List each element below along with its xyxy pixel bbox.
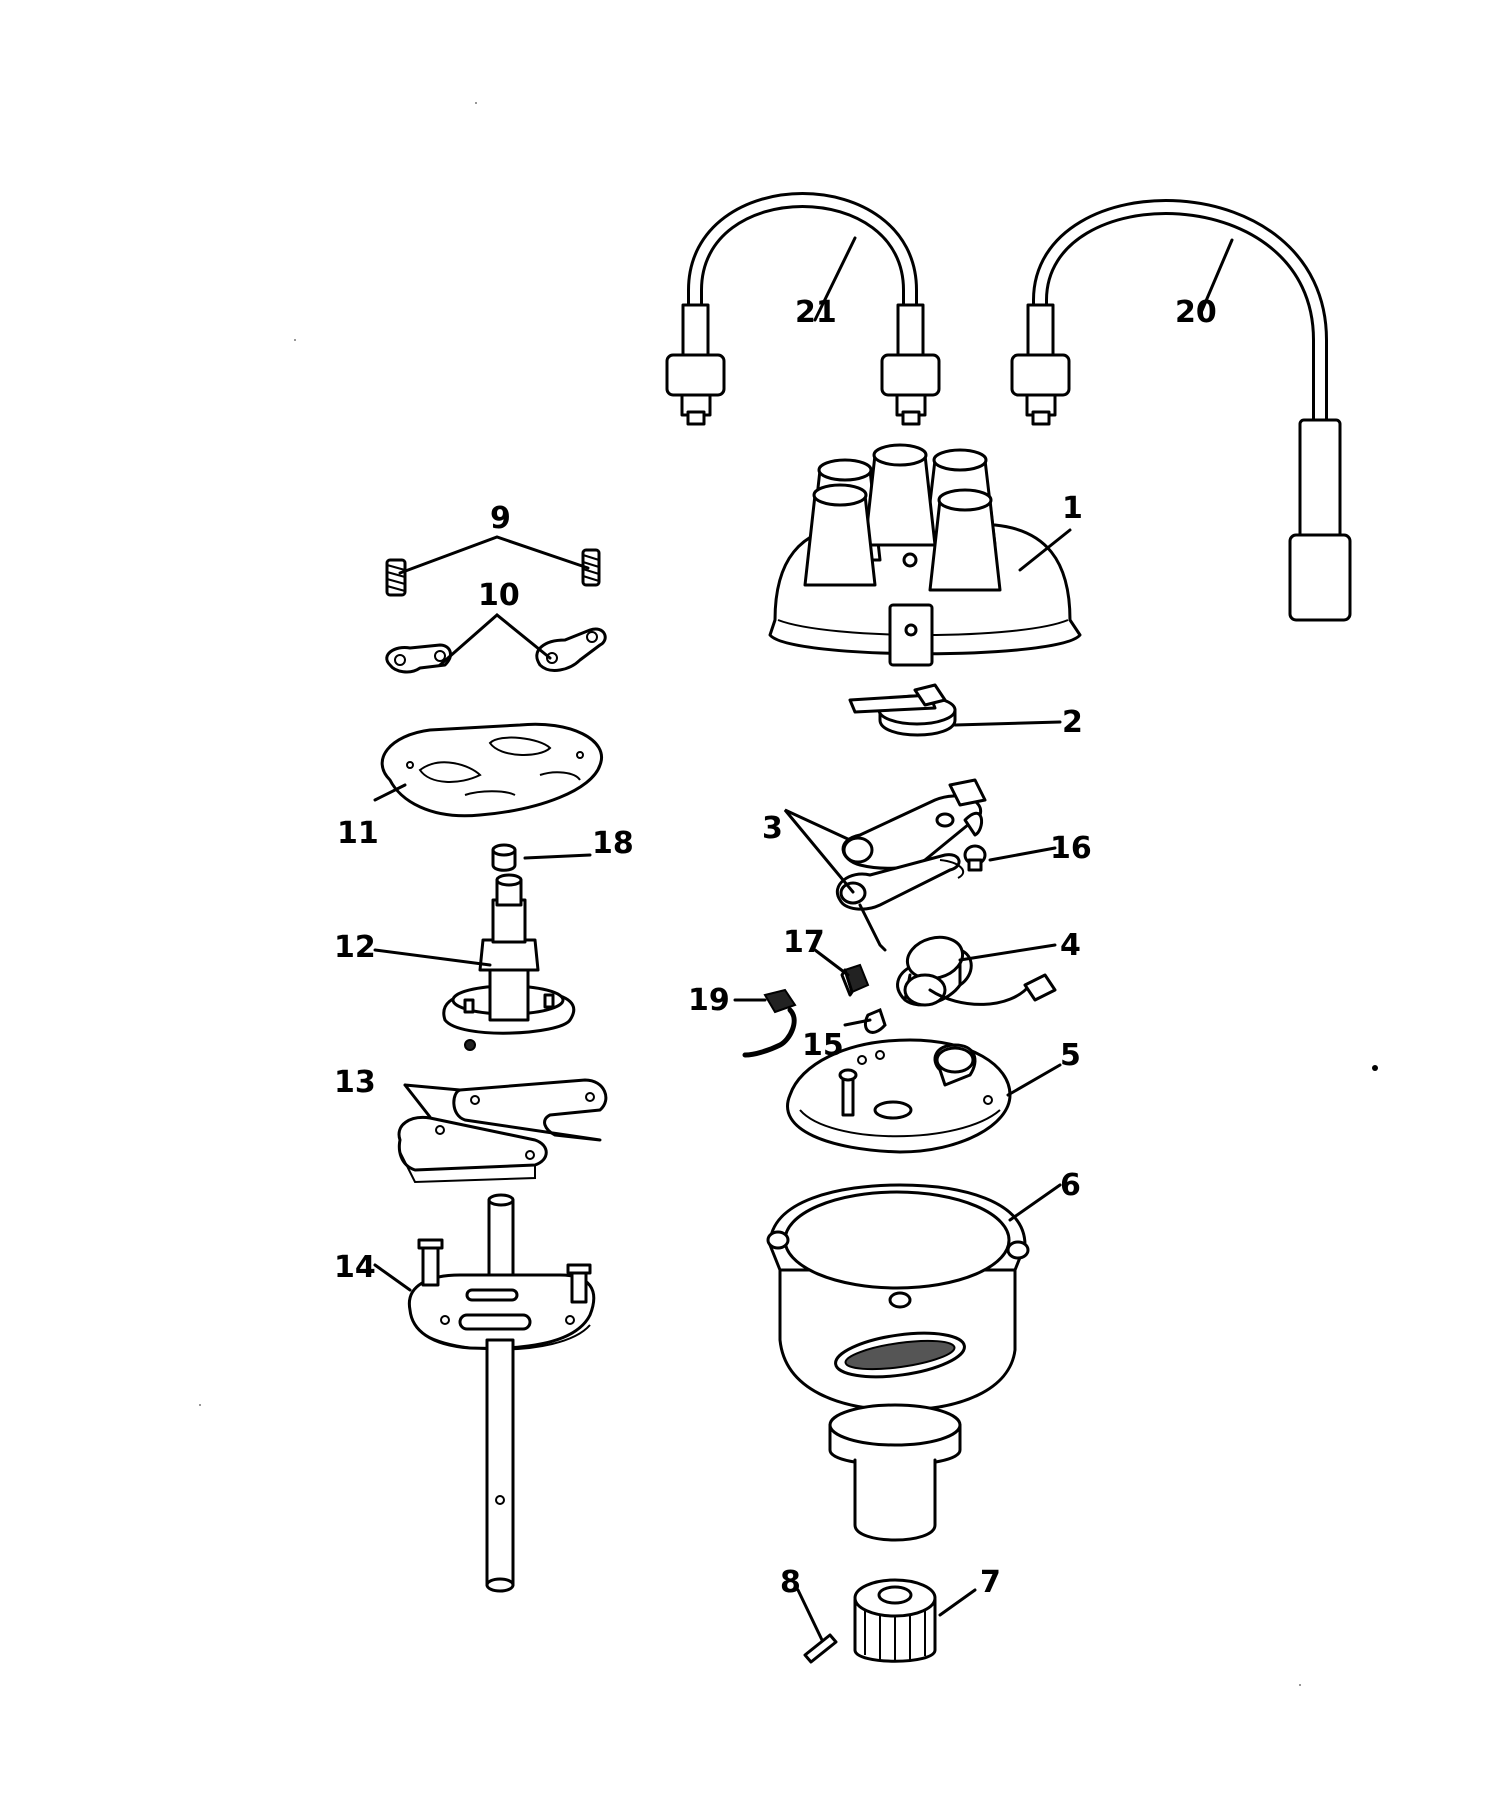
callout-13: 13 bbox=[334, 1065, 376, 1100]
callout-10: 10 bbox=[478, 578, 520, 613]
part-17-block bbox=[840, 963, 870, 997]
part-19-lead-wire bbox=[742, 988, 797, 1058]
part-14-shaft-and-plate bbox=[407, 1193, 596, 1593]
part-18-bushing bbox=[491, 843, 517, 872]
part-2-rotor bbox=[848, 683, 957, 737]
part-1-distributor-cap bbox=[768, 443, 1082, 667]
callout-20: 20 bbox=[1175, 295, 1217, 330]
callout-14: 14 bbox=[334, 1250, 376, 1285]
part-13-weight-plates bbox=[397, 1078, 608, 1184]
callout-7: 7 bbox=[980, 1565, 1001, 1600]
callout-15: 15 bbox=[802, 1028, 844, 1063]
callout-5: 5 bbox=[1060, 1038, 1081, 1073]
callout-12: 12 bbox=[334, 930, 376, 965]
callout-16: 16 bbox=[1050, 831, 1092, 866]
callout-2: 2 bbox=[1062, 705, 1083, 740]
part-3-breaker-points bbox=[836, 778, 987, 952]
part-12-cam-assembly bbox=[442, 873, 576, 1051]
callout-6: 6 bbox=[1060, 1168, 1081, 1203]
part-4-condenser bbox=[896, 935, 1057, 1007]
callout-18: 18 bbox=[592, 826, 634, 861]
callout-19: 19 bbox=[688, 983, 730, 1018]
scan-specks bbox=[199, 102, 1378, 1686]
callout-17: 17 bbox=[783, 925, 825, 960]
callout-9: 9 bbox=[490, 501, 511, 536]
part-10-weights bbox=[385, 627, 607, 674]
callout-21: 21 bbox=[795, 295, 837, 330]
part-21-spark-plug-wire bbox=[665, 192, 941, 426]
leader-lines bbox=[373, 236, 1234, 1642]
callout-8: 8 bbox=[780, 1565, 801, 1600]
callout-4: 4 bbox=[1060, 928, 1081, 963]
part-20-coil-wire bbox=[1010, 199, 1352, 622]
callout-3: 3 bbox=[762, 811, 783, 846]
part-11-cam-plate bbox=[380, 722, 603, 818]
callout-11: 11 bbox=[337, 816, 379, 851]
part-7-drive-gear bbox=[853, 1578, 937, 1663]
callout-labels: 21 20 1 2 3 16 4 17 19 15 5 6 7 8 9 10 1… bbox=[334, 295, 1217, 1600]
callout-1: 1 bbox=[1062, 491, 1083, 526]
part-8-pin bbox=[803, 1633, 838, 1664]
part-6-distributor-housing bbox=[766, 1183, 1030, 1542]
part-16-screw bbox=[963, 844, 987, 872]
